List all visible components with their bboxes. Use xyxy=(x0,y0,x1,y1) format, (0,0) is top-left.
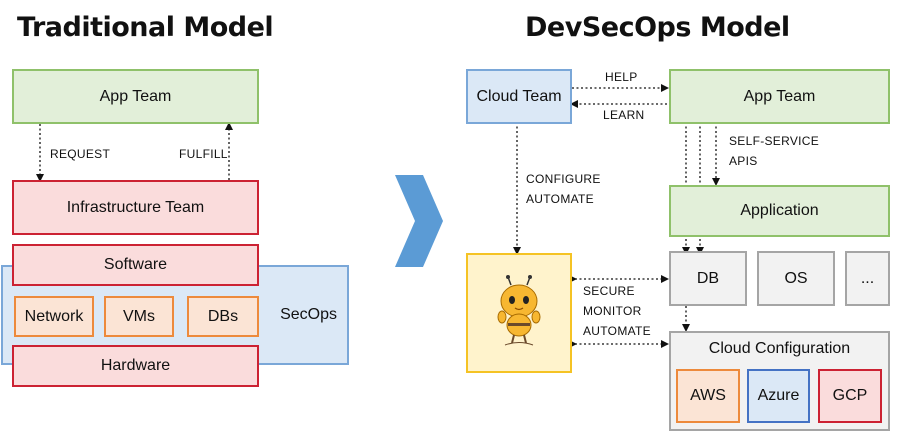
learn-label: LEARN xyxy=(603,108,645,122)
devsecops-app-team-box: App Team xyxy=(669,69,890,124)
self-service-label: SELF-SERVICE xyxy=(729,134,820,148)
traditional-model-title: Traditional Model xyxy=(17,12,274,43)
automate-label-2: AUTOMATE xyxy=(583,324,651,338)
hardware-box: Hardware xyxy=(12,345,259,387)
db-box: DB xyxy=(669,251,747,306)
secops-bot-box xyxy=(466,253,572,373)
dbs-box: DBs xyxy=(187,296,259,337)
secops-label: SecOps xyxy=(280,306,337,323)
automate-label: AUTOMATE xyxy=(526,192,594,206)
help-label: HELP xyxy=(605,70,638,84)
more-box: ... xyxy=(845,251,890,306)
aws-box: AWS xyxy=(676,369,740,423)
network-box: Network xyxy=(14,296,94,337)
monitor-label: MONITOR xyxy=(583,304,642,318)
azure-box: Azure xyxy=(747,369,810,423)
bee-mascot-icon xyxy=(497,275,541,346)
secure-label: SECURE xyxy=(583,284,635,298)
os-box: OS xyxy=(757,251,835,306)
gcp-box: GCP xyxy=(818,369,882,423)
request-label: REQUEST xyxy=(50,147,111,161)
apis-label: APIS xyxy=(729,154,758,168)
devsecops-model-title: DevSecOps Model xyxy=(525,12,790,43)
infrastructure-team-box: Infrastructure Team xyxy=(12,180,259,235)
fulfill-label: FULFILL xyxy=(179,147,228,161)
application-box: Application xyxy=(669,185,890,237)
cloud-configuration-label: Cloud Configuration xyxy=(708,340,851,357)
software-box: Software xyxy=(12,244,259,286)
app-team-box: App Team xyxy=(12,69,259,124)
vms-box: VMs xyxy=(104,296,174,337)
configure-label: CONFIGURE xyxy=(526,172,601,186)
cloud-team-box: Cloud Team xyxy=(466,69,572,124)
chevron-arrow-icon xyxy=(395,175,443,267)
